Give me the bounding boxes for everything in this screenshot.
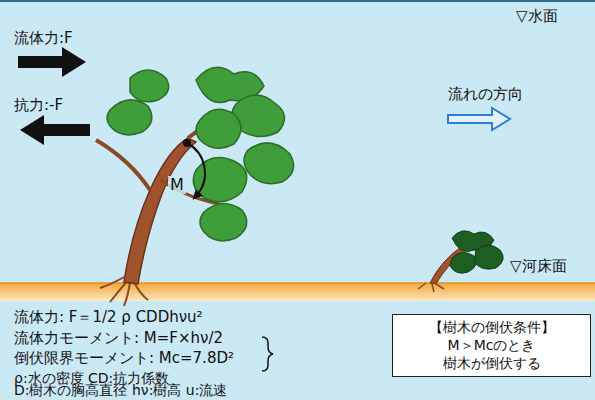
formula-text: 倒伏限界モーメント: Mc=7.8D²	[14, 350, 234, 367]
riverbed	[0, 283, 595, 301]
force-label: 流体力:F	[14, 30, 73, 47]
water-surface	[0, 0, 595, 2]
small-tree	[418, 231, 503, 292]
riverbed-label: ▽河床面	[510, 258, 567, 275]
moment-arrow	[187, 143, 205, 196]
flow-arrow	[448, 108, 510, 130]
moment-label: M	[168, 176, 186, 194]
drag-arrow	[20, 115, 90, 145]
box-heading: 【樹木の倒伏条件】	[403, 318, 580, 336]
formula-text: 流体力: F＝1/2 ρ CDDhνu²	[14, 309, 203, 326]
force-arrow	[18, 47, 86, 77]
legend-text: D:樹木の胸高直径 hν:樹高 u:流速	[14, 382, 227, 398]
water-surface-label: ▽水面	[516, 8, 558, 25]
flow-label: 流れの方向	[448, 86, 523, 103]
formula-text: 流体力モーメント: M=F×hν/2	[14, 330, 223, 347]
box-body: M＞Mcのとき 樹木が倒伏する	[403, 336, 580, 372]
brace	[262, 337, 273, 371]
tree-trunk	[124, 138, 196, 284]
condition-box: 【樹木の倒伏条件】M＞Mcのとき 樹木が倒伏する	[392, 314, 591, 377]
pivot-dot	[183, 139, 191, 147]
tree-leaves	[107, 67, 294, 241]
drag-label: 抗力:-F	[14, 97, 63, 114]
